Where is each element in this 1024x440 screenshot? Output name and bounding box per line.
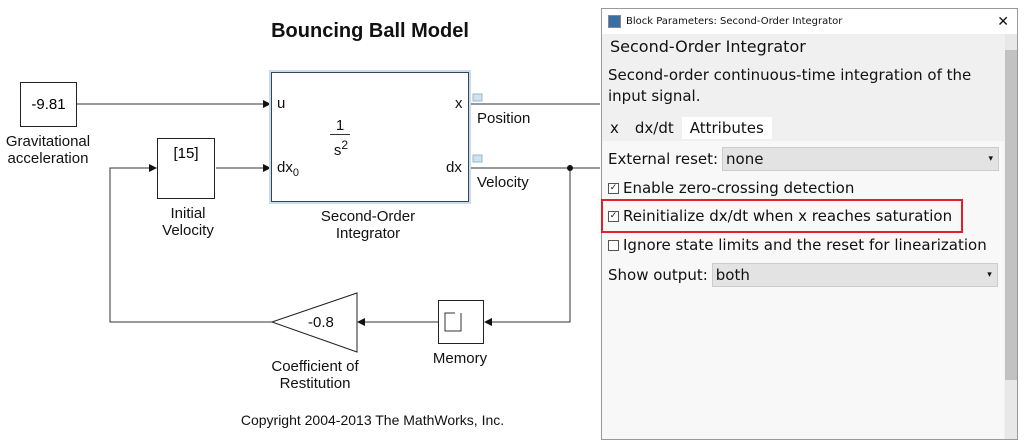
ic-label: Initial Velocity [162,205,214,239]
tab-panel [602,141,1004,439]
dropdown-arrow-icon: ▾ [988,154,994,164]
second-order-integrator-block[interactable] [271,72,469,202]
tf-den: s [333,142,342,159]
zero-crossing-checkbox[interactable]: ✓ [608,182,619,194]
dialog-title: Block Parameters: Second-Order Integrato… [626,16,843,27]
dialog-description: Second-order continuous-time integration… [608,66,972,105]
model-title: Bouncing Ball Model [271,20,469,42]
dialog-titlebar: Block Parameters: Second-Order Integrato… [602,9,1017,34]
dropdown-arrow-icon: ▾ [987,270,992,280]
show-output-label: Show output: [608,266,708,284]
port-dx: dx [446,159,462,176]
block-parameters-dialog: Block Parameters: Second-Order Integrato… [601,8,1018,440]
external-reset-select[interactable]: none ▾ [722,147,1000,171]
port-x: x [455,95,463,112]
highlight-box [601,199,963,233]
zero-crossing-label: Enable zero-crossing detection [623,179,855,197]
external-reset-value: none [726,150,764,168]
port-dx0: dx0 [277,159,299,179]
tf-exp: 2 [341,138,349,152]
gain-label: Coefficient of Restitution [271,358,359,392]
tab-bar: x dx/dt Attributes [602,117,772,139]
copyright: Copyright 2004-2013 The MathWorks, Inc. [240,412,505,428]
gain-value: -0.8 [308,314,334,331]
ic-block[interactable]: [15] [157,138,215,199]
show-output-value: both [715,266,750,284]
constant-label: Gravitational acceleration [5,133,91,167]
reinitialize-label: Reinitialize dx/dt when x reaches satura… [623,207,953,225]
tf-numerator: 1 [330,117,350,135]
close-icon[interactable]: ✕ [997,13,1009,30]
integrator-label: Second-Order Integrator [320,208,416,242]
external-reset-label: External reset: [608,150,719,168]
port-dx0-label: dx [277,159,293,176]
scrollbar[interactable] [1005,34,1017,439]
memory-label: Memory [432,350,488,367]
position-signal-label: Position [477,110,531,127]
port-u: u [277,95,286,112]
constant-block[interactable]: -9.81 [20,82,77,127]
simulink-icon [608,15,621,28]
dialog-header: Second-Order Integrator [610,37,806,56]
reinitialize-checkbox[interactable]: ✓ [608,210,619,222]
show-output-select[interactable]: both ▾ [711,263,998,287]
port-dx0-sub: 0 [292,167,299,179]
ignore-limits-label: Ignore state limits and the reset for li… [623,236,987,254]
ic-value: [15] [173,145,199,162]
constant-value: -9.81 [31,96,66,113]
tf-denominator: s2 [330,138,352,159]
tab-x[interactable]: x [610,119,619,137]
tab-dxdt[interactable]: dx/dt [634,119,674,137]
velocity-signal-label: Velocity [477,174,529,191]
memory-block[interactable] [438,300,484,344]
tab-attributes[interactable]: Attributes [681,117,772,139]
ignore-limits-checkbox[interactable] [608,239,619,251]
scrollbar-thumb[interactable] [1005,50,1017,380]
